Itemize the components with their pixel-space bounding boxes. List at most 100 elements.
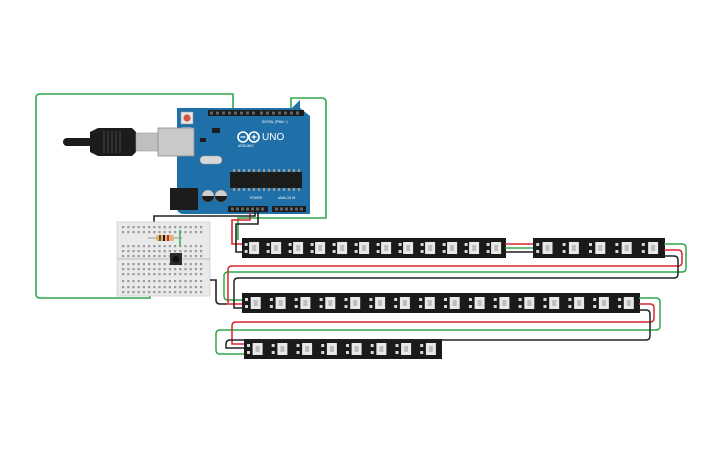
breadboard-hole	[148, 250, 151, 253]
strip-pad	[562, 250, 566, 253]
breadboard-hole	[132, 286, 135, 289]
strip-body	[244, 339, 442, 359]
breadboard-hole	[189, 231, 192, 234]
led-die	[378, 300, 383, 306]
breadboard-hole	[153, 231, 156, 234]
strip-pad	[641, 250, 645, 253]
wire-strip2-loop-black[interactable]	[233, 255, 679, 309]
led-die	[428, 346, 433, 352]
led-die	[296, 245, 301, 251]
breadboard-hole	[163, 231, 166, 234]
wire-strip3-loop-black[interactable]	[225, 309, 651, 349]
breadboard-hole	[137, 291, 140, 294]
led-die	[571, 245, 576, 251]
mini-breadboard[interactable]	[116, 221, 211, 297]
strip-pad	[618, 298, 622, 301]
breadboard-hole	[179, 286, 182, 289]
strip-pad	[271, 351, 275, 354]
strip-pad	[346, 351, 349, 354]
breadboard-hole	[174, 226, 177, 229]
breadboard-hole	[132, 255, 135, 258]
breadboard-hole	[132, 291, 135, 294]
wire-strip3-loop-green[interactable]	[215, 297, 661, 355]
strip-pad	[444, 305, 447, 308]
led-strip-2[interactable]	[533, 238, 665, 258]
strip-pad	[641, 243, 645, 246]
wire-black-breadboard[interactable]	[210, 279, 227, 305]
strip-pad	[354, 243, 358, 246]
led-strip-4[interactable]	[244, 339, 442, 359]
strip-pad	[536, 250, 540, 253]
strip-pad	[589, 250, 592, 253]
strip-pad	[442, 243, 446, 246]
breadboard-hole	[132, 245, 135, 248]
strip-pad	[398, 243, 402, 246]
strip-pad	[296, 344, 300, 347]
capacitor-band	[202, 196, 214, 202]
breadboard-hole	[189, 268, 192, 271]
wire-strip3-loop-red[interactable]	[231, 303, 655, 345]
strip-pad	[615, 243, 619, 246]
breadboard-hole	[200, 231, 203, 234]
led-strip-1[interactable]	[242, 238, 506, 258]
breadboard-hole	[122, 245, 125, 248]
wire-strip2-loop-red[interactable]	[227, 249, 683, 305]
breadboard-hole	[142, 268, 145, 271]
led-strip-3[interactable]	[242, 293, 640, 313]
breadboard-hole	[184, 280, 187, 283]
breadboard-hole	[137, 263, 140, 266]
strip-pad	[486, 243, 490, 246]
strip-pad	[288, 243, 292, 246]
breadboard-hole	[132, 263, 135, 266]
breadboard-hole	[122, 280, 125, 283]
breadboard-hole	[168, 273, 171, 276]
wire-green-right-loop[interactable]	[237, 97, 327, 240]
strip-pad	[346, 344, 349, 347]
led-die	[362, 245, 367, 251]
breadboard-hole	[158, 226, 161, 229]
strip-pad	[269, 305, 273, 308]
breadboard-hole	[179, 273, 182, 276]
push-button[interactable]	[170, 253, 182, 265]
breadboard-hole	[122, 291, 125, 294]
strip-pad	[321, 344, 325, 347]
breadboard-hole	[148, 226, 151, 229]
wire-strip2-loop-green[interactable]	[223, 243, 687, 301]
breadboard-hole	[132, 273, 135, 276]
breadboard-hole	[127, 291, 130, 294]
strip-pad	[419, 298, 423, 301]
breadboard-hole	[142, 263, 145, 266]
breadboard-hole	[184, 255, 187, 258]
usb-connector-metal	[135, 132, 159, 152]
strip-pad	[288, 250, 292, 253]
led-die	[477, 300, 482, 306]
breadboard-hole	[122, 255, 125, 258]
breadboard-hole	[122, 250, 125, 253]
wire-black-gnd-2[interactable]	[235, 212, 259, 253]
led-die	[379, 346, 384, 352]
strip-pad	[269, 298, 273, 301]
breadboard-hole	[184, 273, 187, 276]
led-die	[577, 300, 582, 306]
breadboard-hole	[184, 263, 187, 266]
wire-green-left-loop[interactable]	[35, 93, 234, 299]
strip-pad	[310, 243, 314, 246]
breadboard-hole	[174, 286, 177, 289]
breadboard-hole	[194, 245, 197, 248]
breadboard-hole	[142, 245, 145, 248]
breadboard-hole	[132, 231, 135, 234]
breadboard-hole	[200, 263, 203, 266]
breadboard-hole	[194, 226, 197, 229]
power-jack[interactable]	[170, 188, 198, 210]
usb-cable[interactable]	[63, 128, 159, 156]
breadboard-hole	[127, 273, 130, 276]
breadboard-hole	[142, 255, 145, 258]
breadboard-hole	[184, 250, 187, 253]
led-die	[427, 300, 432, 306]
breadboard-hole	[184, 286, 187, 289]
arduino-uno-board[interactable]: DIGITAL (PWM ~) RESET UNO ARDUINO	[157, 100, 310, 214]
strip-pad	[354, 250, 358, 253]
usb-port[interactable]	[157, 127, 195, 157]
resistor[interactable]	[148, 235, 182, 241]
